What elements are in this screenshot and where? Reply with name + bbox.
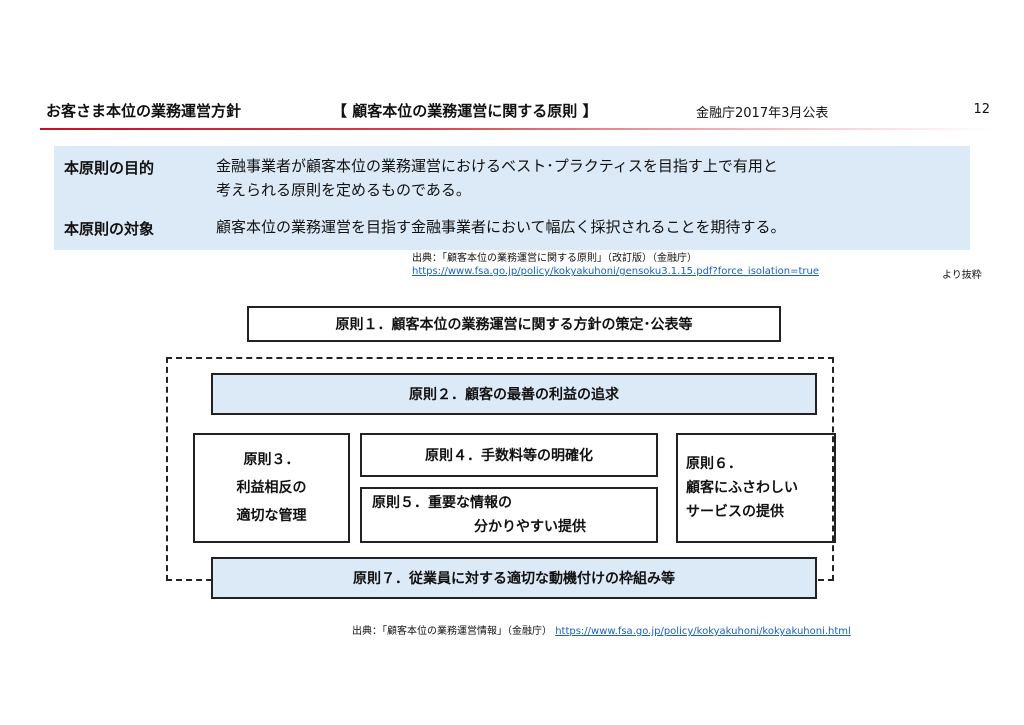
info-box: 本原則の目的 金融事業者が顧客本位の業務運営におけるベスト･プラクティスを目指す… [54, 146, 970, 250]
principle-3-line3: 適切な管理 [236, 508, 307, 524]
principle-5-box: 原則５．重要な情報の 分かりやすい提供 [360, 487, 658, 543]
purpose-text-line2: 考えられる原則を定めるものである。 [216, 181, 471, 199]
source2-link[interactable]: https://www.fsa.go.jp/policy/kokyakuhoni… [555, 626, 851, 637]
page-number: 12 [973, 102, 990, 117]
principle-6-box: 原則６． 顧客にふさわしい サービスの提供 [676, 433, 836, 543]
principle-4-box: 原則４．手数料等の明確化 [360, 433, 658, 477]
slide-subtitle: 【 顧客本位の業務運営に関する原則 】 [332, 102, 598, 120]
slide-title: お客さま本位の業務運営方針 [46, 102, 242, 120]
target-text: 顧客本位の業務運営を目指す金融事業者において幅広く採択されることを期待する。 [216, 218, 786, 236]
purpose-text-line1: 金融事業者が顧客本位の業務運営におけるベスト･プラクティスを目指す上で有用と [216, 157, 778, 175]
slide-header: お客さま本位の業務運営方針 【 顧客本位の業務運営に関する原則 】 金融庁201… [46, 100, 996, 128]
principle-3-line2: 利益相反の [236, 480, 307, 496]
source1-tail: より抜粋 [942, 270, 982, 281]
principle-1-label: 原則１．顧客本位の業務運営に関する方針の策定･公表等 [335, 317, 693, 333]
principle-2-box: 原則２．顧客の最善の利益の追求 [211, 373, 817, 415]
title-underline [40, 128, 995, 130]
source2-text: 出典：「顧客本位の業務運営情報」（金融庁） [352, 626, 552, 637]
principle-3-line1: 原則３． [243, 452, 300, 468]
principle-3-box: 原則３． 利益相反の 適切な管理 [193, 433, 350, 543]
principle-7-label: 原則７．従業員に対する適切な動機付けの枠組み等 [353, 571, 675, 587]
principle-1-box: 原則１．顧客本位の業務運営に関する方針の策定･公表等 [247, 306, 781, 342]
published-note: 金融庁2017年3月公表 [696, 106, 829, 121]
source1-link[interactable]: https://www.fsa.go.jp/policy/kokyakuhoni… [412, 266, 819, 277]
purpose-label: 本原則の目的 [64, 159, 155, 177]
principle-4-label: 原則４．手数料等の明確化 [425, 448, 593, 464]
principle-6-line2: 顧客にふさわしい [686, 480, 798, 496]
source-citation-2: 出典：「顧客本位の業務運営情報」（金融庁） https://www.fsa.go… [352, 622, 851, 637]
principle-5-line1: 原則５．重要な情報の [372, 495, 512, 511]
principle-5-line2: 分かりやすい提供 [474, 519, 586, 535]
principle-7-box: 原則７．従業員に対する適切な動機付けの枠組み等 [211, 557, 817, 599]
source1-text: 出典：「顧客本位の業務運営に関する原則」（改訂版）（金融庁） [412, 253, 697, 264]
principle-6-line1: 原則６． [686, 456, 742, 472]
source-citation-1: 出典：「顧客本位の業務運営に関する原則」（改訂版）（金融庁） https://w… [412, 252, 819, 278]
principle-2-label: 原則２．顧客の最善の利益の追求 [409, 387, 619, 403]
target-label: 本原則の対象 [64, 220, 155, 238]
principle-6-line3: サービスの提供 [686, 504, 784, 520]
